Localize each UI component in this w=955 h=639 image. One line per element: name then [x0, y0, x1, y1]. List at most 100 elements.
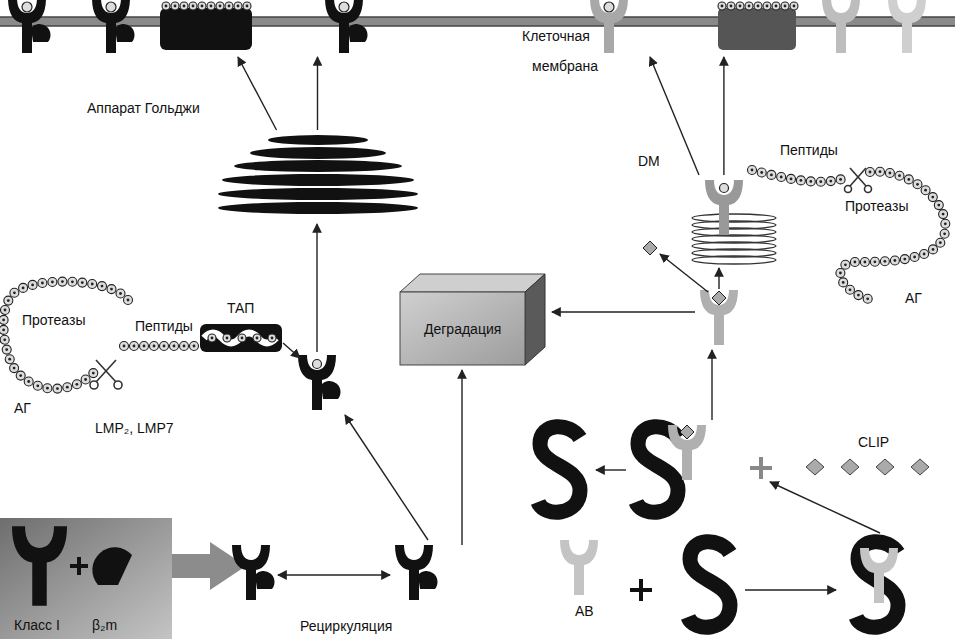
peptide-bead [24, 377, 33, 386]
peptide-bead-dot [36, 384, 39, 387]
peptide-bead-dot [153, 345, 156, 348]
peptide-bead [0, 335, 9, 344]
peptide-bead-dot [5, 348, 8, 351]
peptide-bead-dot [942, 213, 945, 216]
peptide-bead [16, 371, 25, 380]
peptide-bead [207, 2, 215, 10]
peptide-bead-dot [81, 281, 84, 284]
peptide-bead-dot [27, 380, 30, 383]
peptide-bead-dot [210, 5, 213, 8]
peptide-bead [81, 375, 90, 384]
peptide-bead-dot [13, 291, 16, 294]
peptide-bead-dot [894, 259, 897, 262]
peptide-bead-dot [849, 288, 852, 291]
peptide-bead [225, 2, 233, 10]
peptide-bead-dot [924, 189, 927, 192]
peptide-bead [208, 334, 216, 342]
peptide-bead [253, 334, 261, 342]
peptide-bead [180, 2, 188, 10]
peptide-bead-dot [91, 283, 94, 286]
peptide-bead [89, 369, 98, 378]
peptide-bead-dot [869, 171, 872, 174]
peptide-bead-dot [143, 345, 146, 348]
peptide-bead-dot [201, 5, 204, 8]
peptide-bead [870, 257, 879, 266]
peptide-bead-dot [932, 248, 935, 251]
peptide-bead [736, 2, 744, 10]
peptide-bead-dot [46, 387, 49, 390]
peptide-bead-dot [183, 5, 186, 8]
peptide-bead-dot [110, 288, 113, 291]
peptide-bead [934, 201, 943, 210]
peptide-bead-dot [13, 367, 16, 370]
peptide-bead [140, 342, 149, 351]
peptide-bead-dot [913, 256, 916, 259]
peptide-bead [748, 166, 757, 175]
peptide-bead [866, 168, 875, 177]
peptide-bead [936, 238, 945, 247]
peptide-bead-dot [937, 204, 940, 207]
peptide-bead [162, 2, 170, 10]
peptide-bead [0, 315, 8, 324]
peptide-bead [787, 174, 796, 183]
peptide-bead-dot [939, 241, 942, 244]
peptide-bead [170, 342, 179, 351]
peptide-bead-dot [766, 5, 769, 8]
peptide-bead [19, 283, 28, 292]
peptide-bead-dot [760, 171, 763, 174]
peptide-bead-dot [866, 297, 869, 300]
peptide-bead [1, 306, 10, 315]
peptide-bead [904, 175, 913, 184]
peptide-bead-dot [173, 345, 176, 348]
dm-compartment: DM [688, 175, 780, 263]
annotation-label: АГ [905, 290, 922, 306]
peptide-bead [841, 260, 850, 269]
peptide-bead [120, 342, 129, 351]
peptide-bead-dot [123, 345, 126, 348]
peptide-bead-dot [193, 345, 196, 348]
transport-arrow [723, 57, 724, 175]
peptide-bead-dot [829, 180, 832, 183]
peptide-bead [880, 257, 889, 266]
peptide-bead [180, 342, 189, 351]
annotation-label: Пептиды [780, 142, 838, 158]
peptide-bead-dot [931, 196, 934, 199]
peptide-bead [836, 175, 845, 184]
peptide-bead [921, 186, 930, 195]
peptide-bead-dot [256, 337, 259, 340]
peptide-bead-dot [889, 172, 892, 175]
peptide-bead-dot [163, 345, 166, 348]
peptide-bead [150, 342, 159, 351]
peptide-bead-dot [854, 261, 857, 264]
peptide-bead [116, 289, 125, 298]
peptide-bead [10, 364, 19, 373]
peptide-bead [920, 250, 929, 259]
annotation-label: β₂m [92, 617, 117, 633]
peptide-bead-dot [751, 169, 754, 172]
peptide-bead-dot [784, 5, 787, 8]
peptide-bead-dot [237, 5, 240, 8]
peptide-bead [171, 2, 179, 10]
peptide-bead-dot [844, 263, 847, 266]
peptide-bead [238, 334, 246, 342]
peptide-bead-dot [793, 5, 796, 8]
peptide-bead [43, 384, 52, 393]
peptide-bead-dot [31, 284, 34, 287]
peptide-bead-dot [864, 261, 867, 264]
peptide-bead-dot [748, 5, 751, 8]
annotation-label: CLIP [858, 434, 889, 450]
peptide-bead-dot [916, 183, 919, 186]
peptide-bead-dot [101, 285, 104, 288]
peptide-bead [836, 269, 845, 278]
peptide-bead [63, 383, 72, 392]
peptide-bead-dot [4, 309, 7, 312]
annotation-label: Класс I [14, 617, 60, 633]
node-label: Аппарат Гольджи [87, 100, 200, 116]
annotation-label: АГ [14, 400, 31, 416]
peptide-bead-dot [809, 180, 812, 183]
peptide-bead-dot [22, 287, 25, 290]
peptide-bead [124, 296, 133, 305]
peptide-bead [940, 229, 949, 238]
peptide-bead [216, 2, 224, 10]
peptide-bead [826, 177, 835, 186]
